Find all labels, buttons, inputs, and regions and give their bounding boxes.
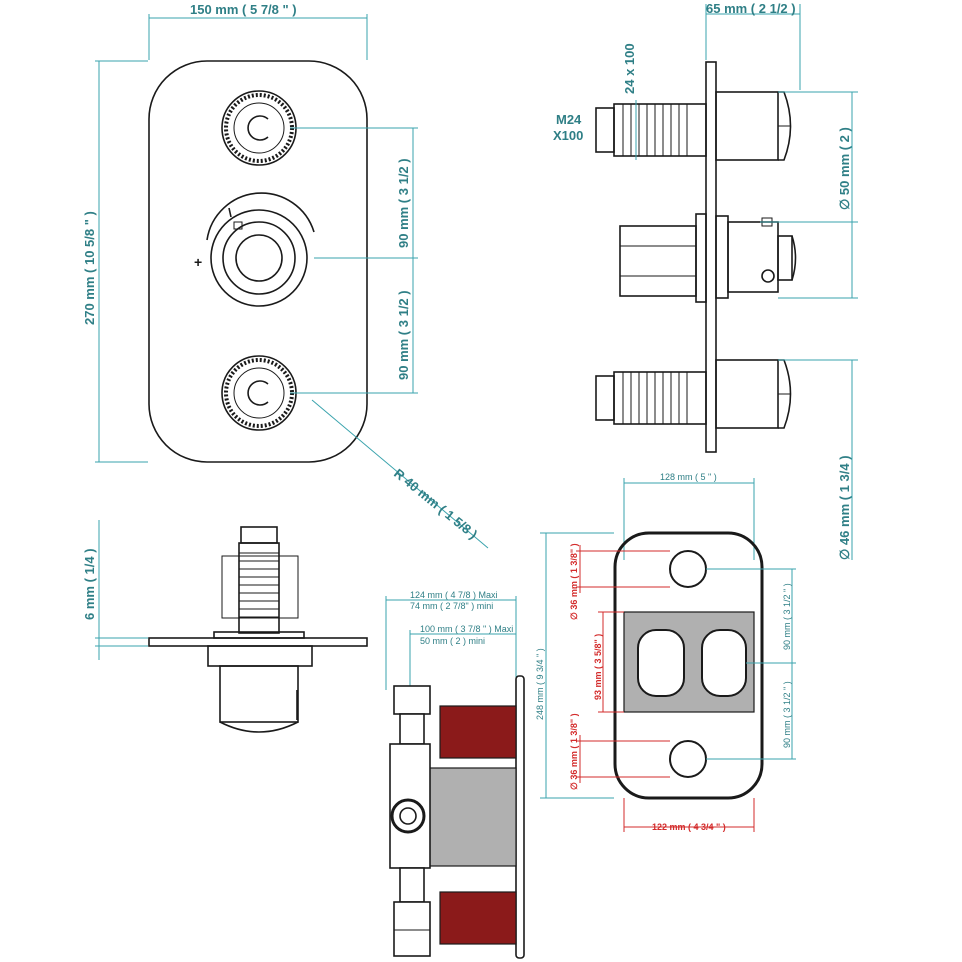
middle-thermostat xyxy=(619,213,797,303)
center-knob: + xyxy=(194,192,315,307)
body-min-inner-label: 50 mm ( 2 ) mini xyxy=(420,636,485,646)
cutout-bottom-width-label: 122 mm ( 4 3/4 " ) xyxy=(652,822,726,832)
front-spacing-lower-label: 90 mm ( 3 1/2 ) xyxy=(396,290,411,380)
cutout-center-height-label: 93 mm ( 3 5/8" ) xyxy=(593,634,603,700)
valve-body xyxy=(417,767,517,867)
union-nut xyxy=(390,798,426,834)
cutout-spacing-lower-label: 90 mm ( 3 1/2 " ) xyxy=(782,681,792,748)
cutout-view: 128 mm ( 5 " ) 248 mm ( 9 3/4 " ) ∅ 36 m… xyxy=(535,472,796,832)
upper-cartridge xyxy=(595,91,792,161)
cutout-hole-upper xyxy=(669,550,707,588)
side-view: 65 mm ( 2 1/2 ) 24 x 100 M24 X100 ∅ 50 m… xyxy=(553,1,858,560)
lower-cartridge xyxy=(595,359,792,429)
front-spacing-upper-label: 90 mm ( 3 1/2 ) xyxy=(396,158,411,248)
cutout-top-width-label: 128 mm ( 5 " ) xyxy=(660,472,717,482)
body-max-outer-label: 124 mm ( 4 7/8 ) Maxi xyxy=(410,590,498,600)
side-depth-label: 65 mm ( 2 1/2 ) xyxy=(706,1,796,16)
cutout-hole-upper-label: ∅ 36 mm ( 1 3/8" ) xyxy=(569,543,579,620)
front-faceplate xyxy=(148,60,368,463)
upper-knob xyxy=(221,90,297,166)
body-max-inner-label: 100 mm ( 3 7/8 " ) Maxi xyxy=(420,624,513,634)
upper-pipe xyxy=(439,705,517,759)
front-width-label: 150 mm ( 5 7/8 " ) xyxy=(190,2,297,17)
thread-name-2: X100 xyxy=(553,128,583,143)
lower-pipe xyxy=(439,891,517,945)
plate-thickness-label: 6 mm ( 1/4 ) xyxy=(82,548,97,620)
cutout-plate xyxy=(613,531,764,800)
lower-knob xyxy=(221,355,297,431)
cutout-hole-lower-label: ∅ 36 mm ( 1 3/8" ) xyxy=(569,713,579,790)
front-height-label: 270 mm ( 10 5/8 " ) xyxy=(82,211,97,325)
front-view: + 150 mm ( 5 7/8 " ) 270 mm ( 10 5/8 " )… xyxy=(82,2,489,549)
cutout-height-label: 248 mm ( 9 3/4 " ) xyxy=(535,648,545,720)
body-min-outer-label: 74 mm ( 2 7/8" ) mini xyxy=(410,601,493,611)
body-wall-plate xyxy=(515,675,525,959)
cutout-hole-lower xyxy=(669,740,707,778)
cutout-spacing-upper-label: 90 mm ( 3 1/2 " ) xyxy=(782,583,792,650)
diameter-46-label: ∅ 46 mm ( 1 3/4 ) xyxy=(837,455,852,560)
body-view: 124 mm ( 4 7/8 ) Maxi 74 mm ( 2 7/8" ) m… xyxy=(385,590,525,959)
thread-size-label: 24 x 100 xyxy=(622,43,637,94)
thread-name-1: M24 xyxy=(556,112,582,127)
diameter-50-label: ∅ 50 mm ( 2 ) xyxy=(837,127,852,210)
front-radius-label: R 40 mm ( 1 5/8 ) xyxy=(391,466,480,542)
bottom-view: 6 mm ( 1/4 ) xyxy=(82,520,368,733)
plus-sign: + xyxy=(194,254,202,270)
side-plate xyxy=(705,61,717,453)
